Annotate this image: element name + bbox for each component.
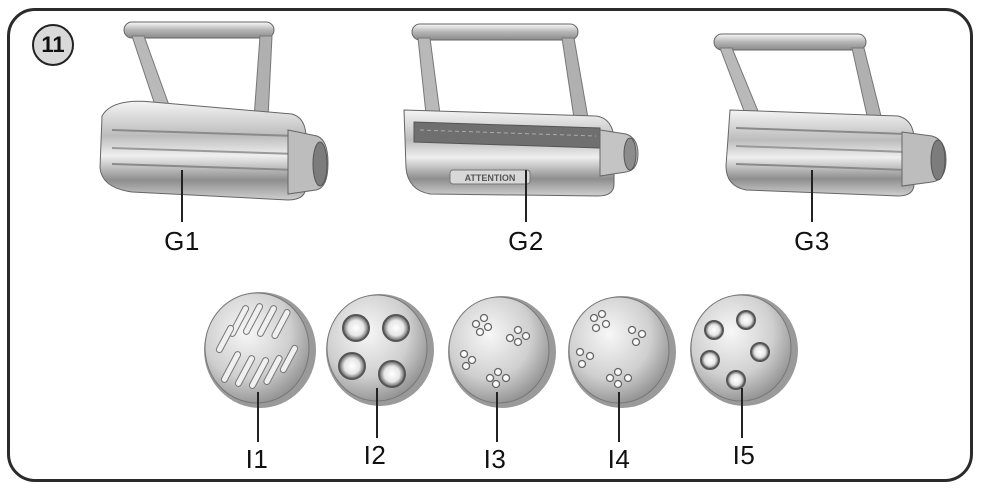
g2-leader-line — [525, 170, 527, 222]
cutter-g1-image — [99, 21, 329, 201]
label-g2: G2 — [508, 226, 544, 256]
i1-leader-line — [257, 392, 259, 442]
label-g1: G1 — [164, 226, 200, 256]
label-i1: I1 — [245, 444, 269, 474]
die-i1-image — [204, 292, 316, 408]
die-i5-image — [690, 294, 798, 406]
i4-leader-line — [618, 392, 620, 442]
i5-leader-line — [741, 388, 743, 438]
step-number-badge: 11 — [32, 24, 74, 66]
die-i2-image — [326, 294, 434, 406]
cutter-g3-image — [713, 33, 947, 197]
i3-leader-line — [496, 392, 498, 442]
label-i5: I5 — [732, 440, 756, 470]
label-g3: G3 — [794, 226, 830, 256]
i2-leader-line — [376, 388, 378, 438]
die-i4-image — [568, 296, 676, 408]
label-i2: I2 — [363, 440, 387, 470]
attention-engraving: ATTENTION — [465, 173, 516, 183]
g1-leader-line — [181, 170, 183, 222]
g3-leader-line — [811, 170, 813, 222]
cutter-g2-image: ATTENTION — [403, 23, 639, 197]
label-i3: I3 — [483, 444, 507, 474]
die-i3-image — [448, 296, 556, 408]
label-i4: I4 — [607, 444, 631, 474]
